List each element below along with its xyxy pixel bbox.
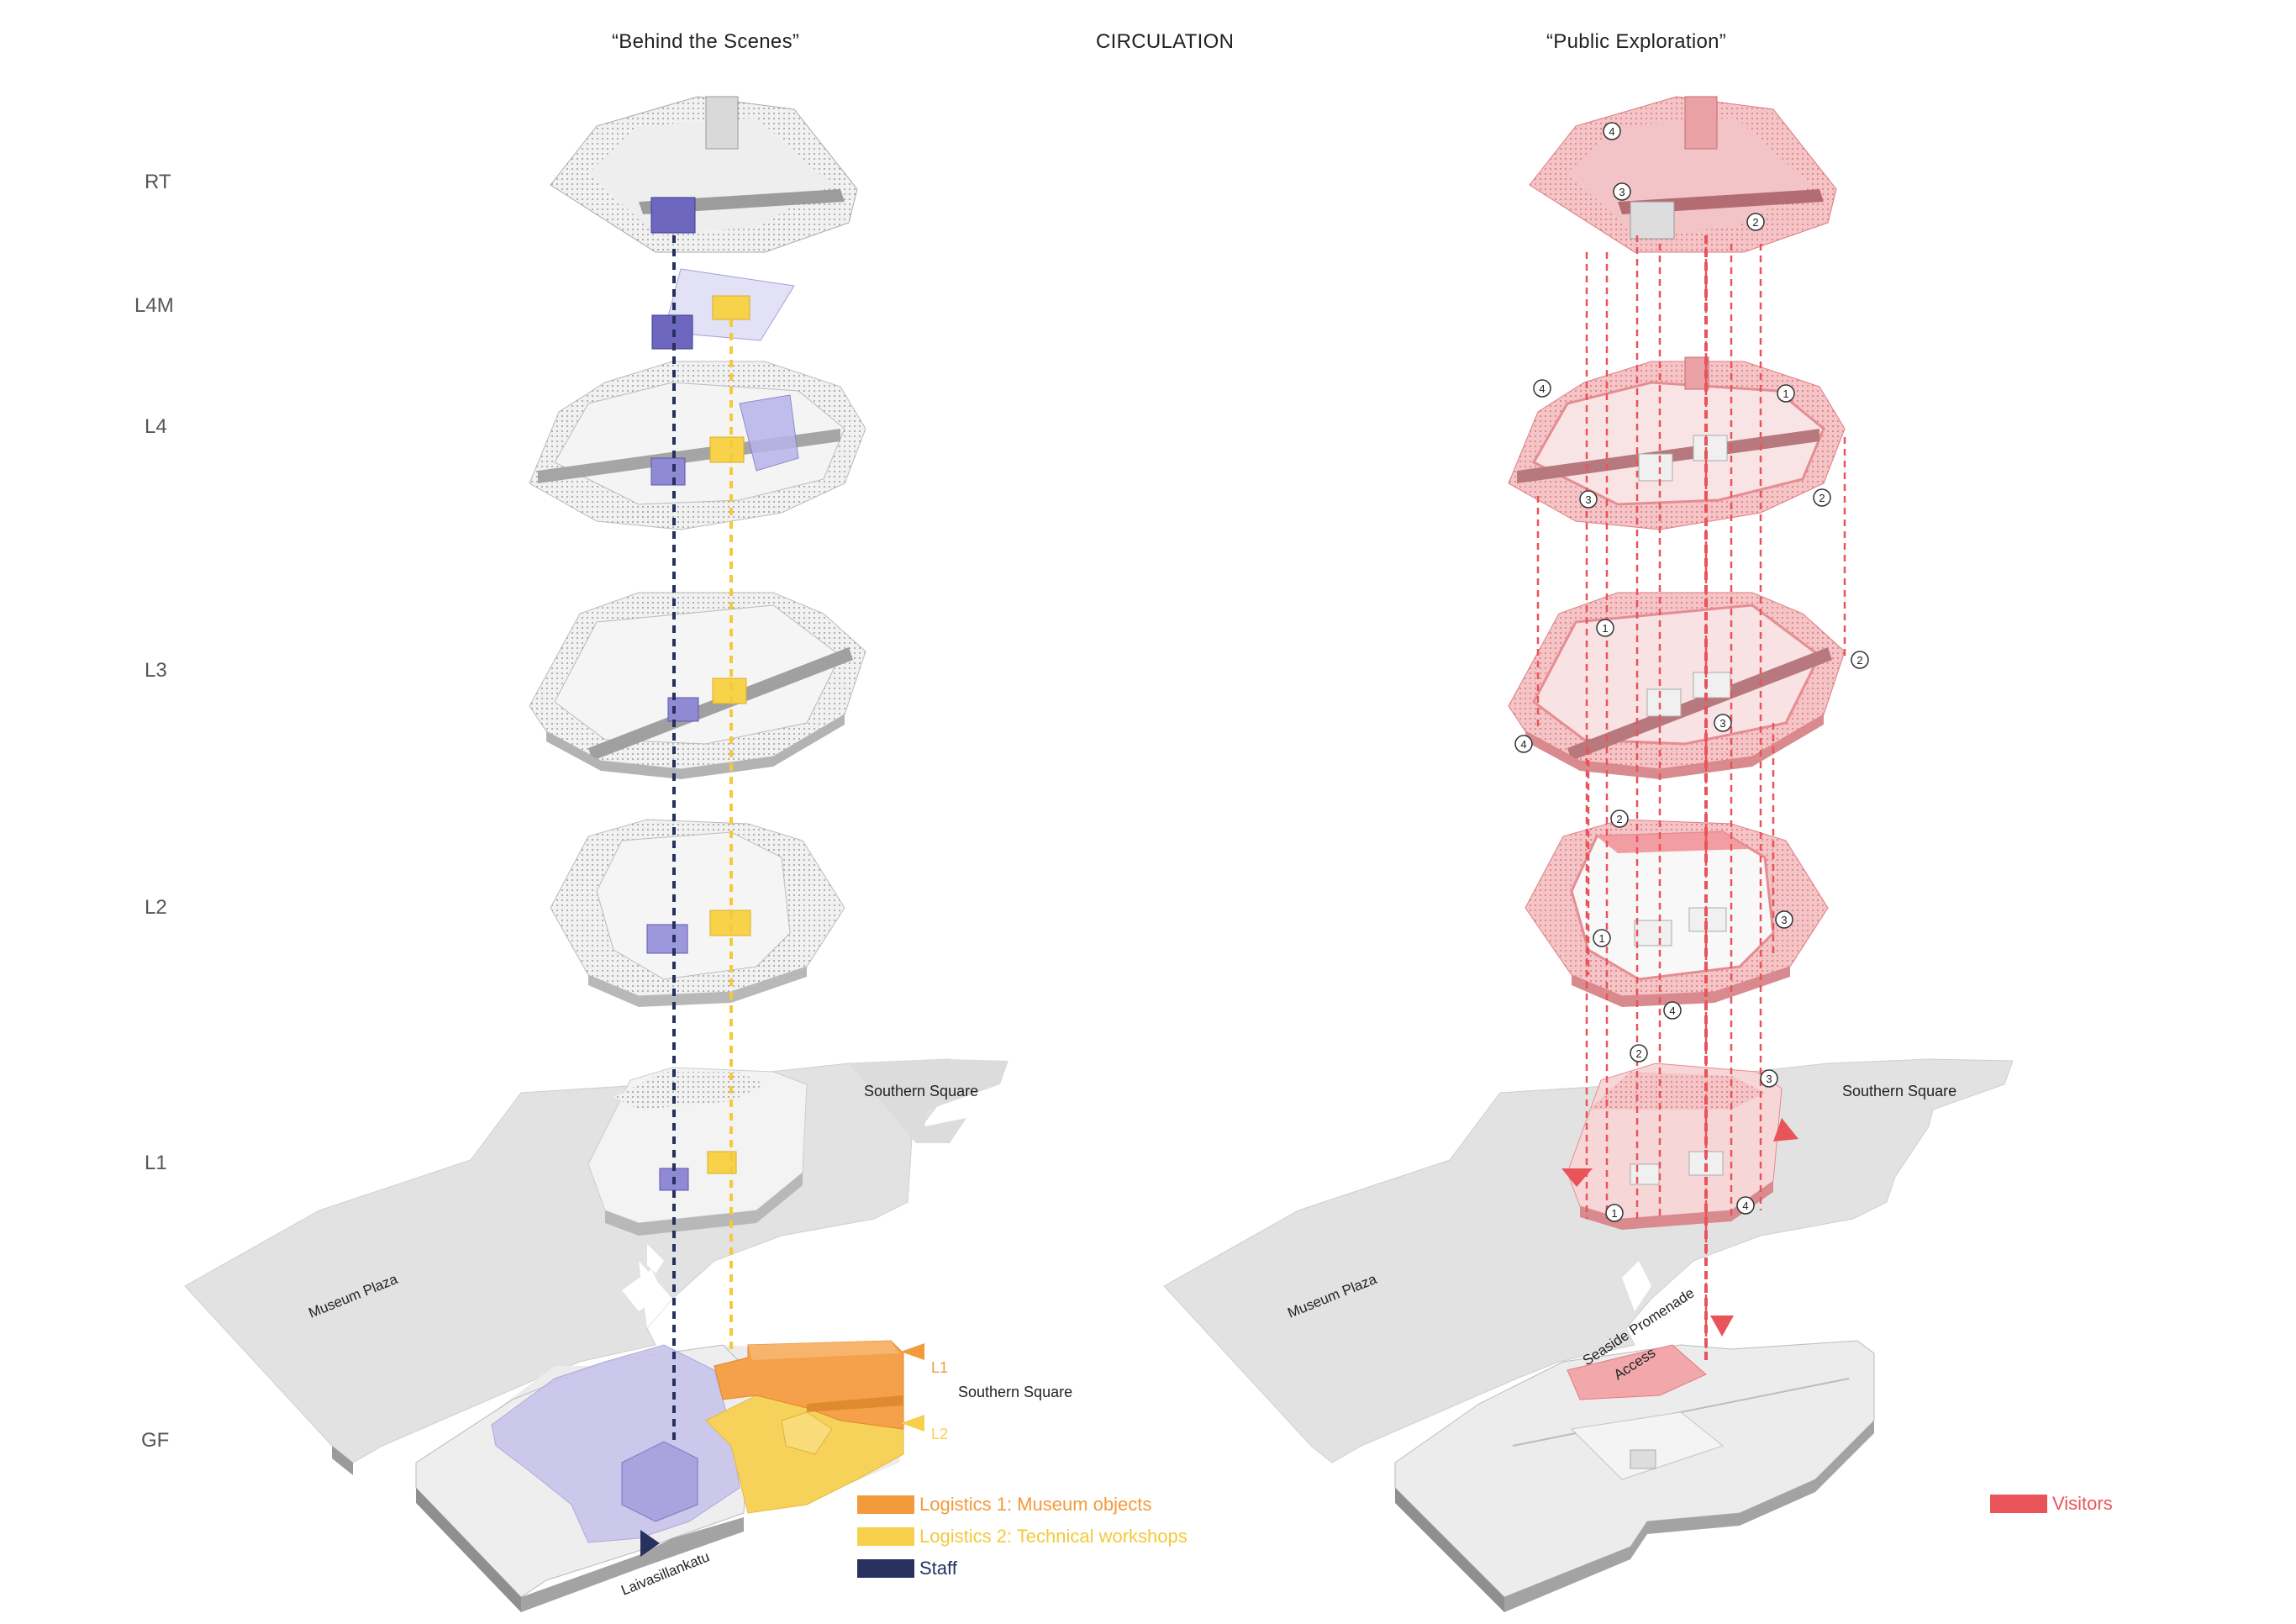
legend-staff: Staff [857,1558,957,1579]
marker-l3-1: 1 [1602,622,1608,635]
marker-l2-2: 2 [1616,813,1622,825]
marker-rt-4: 4 [1609,125,1614,138]
marker-rt-2: 2 [1752,216,1758,229]
marker-l4-1: 1 [1783,388,1788,400]
l1-entry-arrow [901,1343,924,1360]
marker-l4-2: 2 [1819,492,1825,504]
level-label-l4: L4 [145,415,167,438]
circulation-title: CIRCULATION [1096,30,1235,53]
legend-logistics-1: Logistics 1: Museum objects [857,1494,1151,1516]
marker-l1-4: 4 [1742,1200,1748,1212]
level-l1-left [587,1067,808,1236]
southern-square-label-right: Southern Square [1842,1083,1957,1099]
marker-l3-2: 2 [1856,654,1862,667]
laivasillankatu-entry-arrow [640,1530,660,1557]
legend-label-staff: Staff [919,1558,957,1579]
ground-floor-left [415,1340,904,1612]
marker-l3-4: 4 [1520,738,1526,751]
level-l3-left [529,592,866,779]
southern-square-label-gf: Southern Square [958,1384,1073,1400]
public-exploration-title: “Public Exploration” [1546,30,1727,53]
legend-swatch-logistics-2 [857,1527,914,1546]
visitor-vertical-routes [1536,235,1846,1362]
southern-square-label-left: Southern Square [864,1083,979,1099]
marker-l3-3: 3 [1719,717,1725,730]
legend-visitors: Visitors [1990,1493,2113,1515]
legend-logistics-2: Logistics 2: Technical workshops [857,1526,1187,1548]
legend-label-logistics-1: Logistics 1: Museum objects [919,1494,1152,1515]
marker-l1-1: 1 [1611,1207,1617,1220]
legend-swatch-staff [857,1559,914,1578]
visitor-entry-arrow-east [1773,1118,1798,1142]
visitor-entry-arrow-seaside [1710,1316,1734,1337]
l2-entry-arrow [901,1415,924,1432]
marker-l4-4: 4 [1539,382,1545,395]
marker-l2-3: 3 [1781,914,1787,926]
marker-l2-1: 1 [1598,932,1604,945]
marker-l4-3: 3 [1585,493,1591,506]
roof-right [1529,96,1837,253]
entry-l1-label: L1 [931,1359,948,1376]
level-l4-left [529,361,866,530]
legend-label-logistics-2: Logistics 2: Technical workshops [919,1526,1187,1547]
level-label-l1: L1 [145,1152,167,1174]
legend-label-visitors: Visitors [2052,1493,2113,1514]
level-label-rt: RT [145,171,171,193]
level-l2-right [1525,819,1829,1007]
legend-swatch-visitors [1990,1495,2047,1513]
visitor-entry-arrow-west [1561,1168,1593,1187]
level-l3-right [1508,592,1846,779]
level-l1-right [1567,1062,1783,1230]
roof-left [550,96,858,253]
marker-l1-2: 2 [1635,1047,1641,1060]
level-label-l4m: L4M [134,294,174,317]
level-label-l2: L2 [145,896,167,919]
level-l2-left [550,819,845,1007]
level-label-gf: GF [141,1429,170,1452]
legend-swatch-logistics-1 [857,1495,914,1514]
marker-l2-4: 4 [1669,1004,1675,1017]
level-label-l3: L3 [145,659,167,682]
ground-floor-right [1394,1340,1875,1612]
level-l4-right [1508,356,1846,530]
behind-the-scenes-title: “Behind the Scenes” [612,30,800,53]
marker-rt-3: 3 [1619,186,1625,198]
marker-l1-3: 3 [1766,1073,1772,1085]
entry-l2-label: L2 [931,1426,948,1442]
